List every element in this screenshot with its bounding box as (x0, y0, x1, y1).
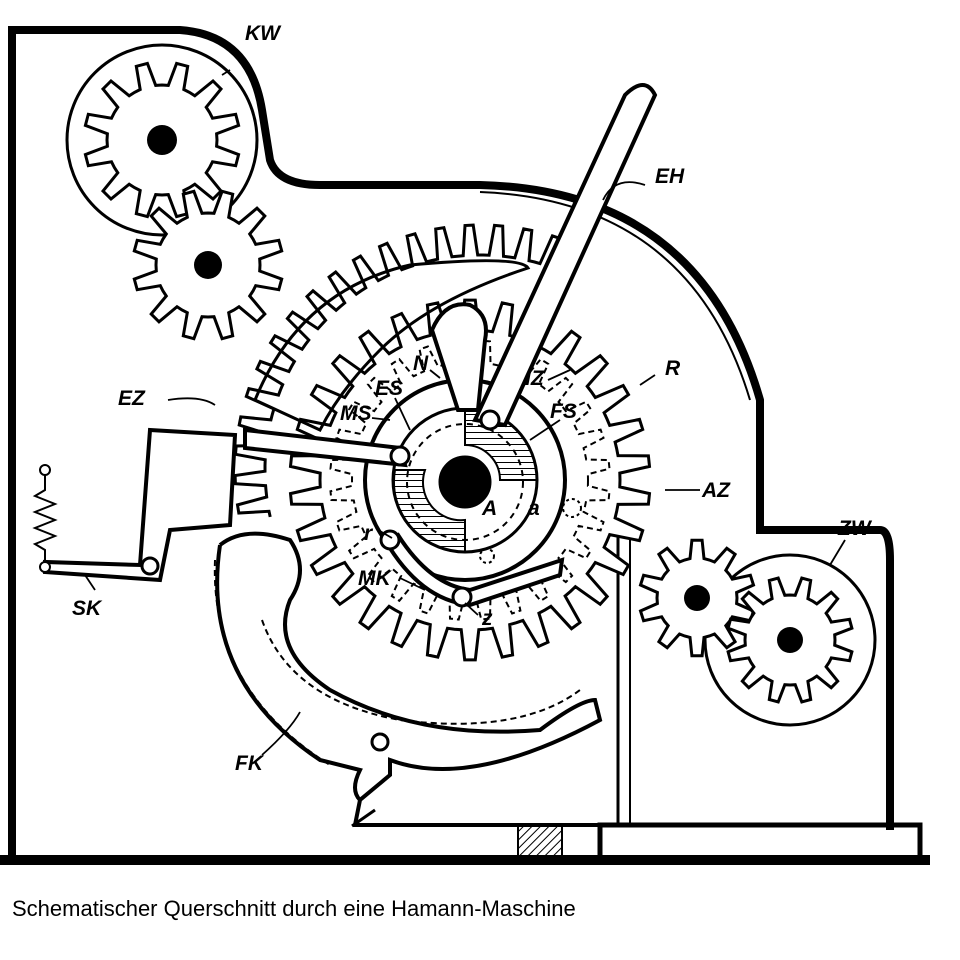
label-r-upper: R (665, 357, 681, 380)
label-ms: MS (340, 402, 372, 425)
label-a-lower: a (528, 497, 540, 520)
label-eh: EH (655, 165, 685, 188)
label-fs: FS (550, 400, 577, 423)
label-fk: FK (235, 752, 265, 775)
label-kw: KW (245, 22, 282, 45)
label-leader-lines (84, 69, 846, 756)
label-az: AZ (701, 479, 731, 502)
label-z: z (481, 607, 493, 630)
label-r-lower: r (364, 522, 374, 545)
label-ez: EZ (118, 387, 146, 410)
label-sk: SK (72, 597, 103, 620)
idler-gear-left-hub (194, 251, 222, 279)
figure-caption: Schematischer Querschnitt durch eine Ham… (12, 896, 576, 921)
kw-gear-hub (147, 125, 177, 155)
central-mechanism (32, 83, 658, 828)
iz-gear (329, 339, 611, 621)
label-mk: MK (358, 567, 392, 590)
label-iz: IZ (525, 367, 545, 390)
label-n: N (413, 352, 429, 375)
zw-gear-hub (777, 627, 803, 653)
machine-housing (0, 26, 930, 865)
label-es: ES (375, 377, 403, 400)
zw-idler-gear-hub (684, 585, 710, 611)
label-zw: ZW (837, 517, 873, 540)
hamann-machine-cross-section: KW EH EZ N ES MS IZ R FS AZ A a r MK z S… (0, 22, 930, 865)
part-labels: KW EH EZ N ES MS IZ R FS AZ A a r MK z S… (72, 22, 873, 775)
label-a-upper: A (481, 497, 497, 520)
